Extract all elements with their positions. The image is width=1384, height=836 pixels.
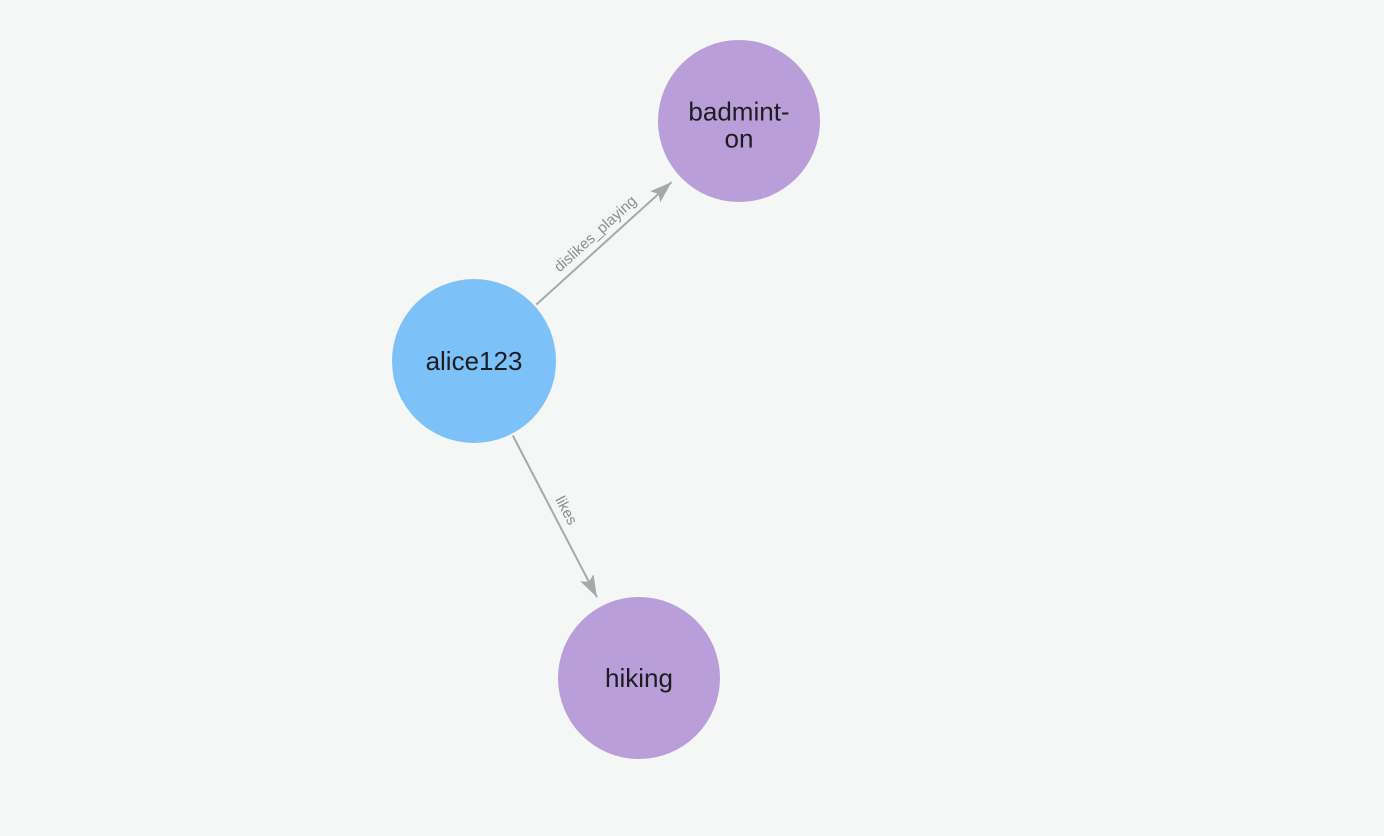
node-circle[interactable] (392, 279, 556, 443)
node-circle[interactable] (558, 597, 720, 759)
relationship-arrow[interactable] (535, 181, 673, 306)
node-hiking[interactable]: hiking (558, 597, 720, 759)
node-badminton[interactable]: badmint-on (658, 40, 820, 202)
relationship-arrow[interactable] (511, 435, 598, 598)
node-circle[interactable] (658, 40, 820, 202)
node-alice123[interactable]: alice123 (392, 279, 556, 443)
